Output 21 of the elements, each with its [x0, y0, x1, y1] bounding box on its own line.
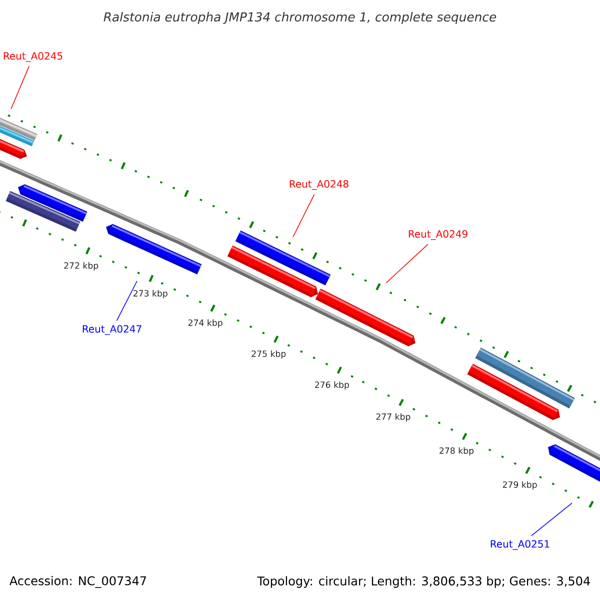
leader-line	[292, 194, 315, 238]
gene-label: Reut_A0249	[408, 230, 468, 240]
tick-label: 279 kbp	[502, 481, 537, 490]
title: Ralstonia eutropha JMP134 chromosome 1, complete sequence	[104, 12, 496, 24]
tick-label: 278 kbp	[440, 447, 474, 456]
tick-label: 273 kbp	[133, 290, 168, 298]
gene-label: Reut_A0248	[290, 180, 348, 190]
footer-text: Accession: NC_007347	[10, 576, 146, 588]
leader-line	[10, 66, 30, 110]
tick-label: 276 kbp	[315, 381, 349, 390]
tick-label: 277 kbp	[376, 413, 410, 422]
gene-label: Reut_A0247	[82, 325, 142, 335]
tick-label: 275 kbp	[252, 350, 286, 359]
gene-label: Reut_A0251	[490, 540, 550, 550]
tick-label: 274 kbp	[188, 319, 222, 328]
leader-line	[531, 502, 572, 536]
leader-line	[116, 280, 138, 322]
leader-line	[386, 244, 428, 284]
gene-label: Reut_A0245	[4, 52, 62, 62]
tick-label: 272 kbp	[64, 262, 98, 270]
footer-text: Topology: circular; Length: 3,806,533 bp; Genes: 3,504	[257, 576, 590, 588]
